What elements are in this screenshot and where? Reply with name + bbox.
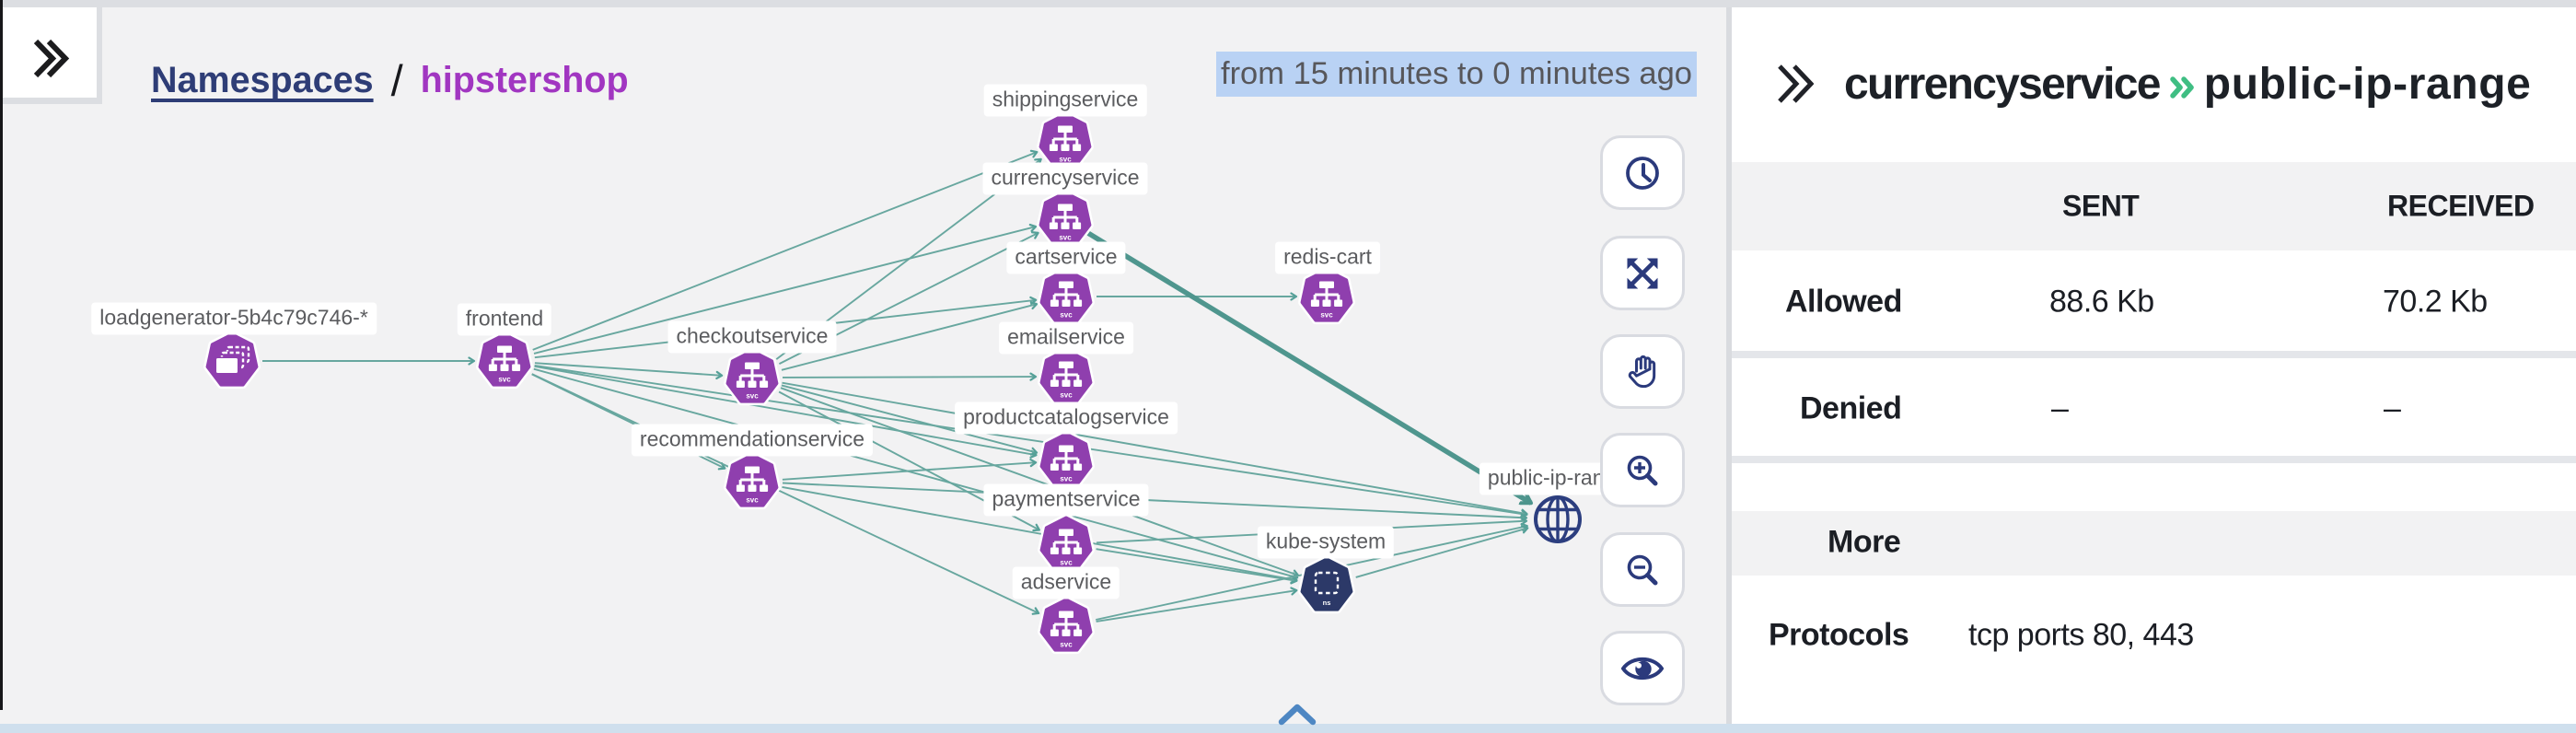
svg-text:ns: ns bbox=[1323, 599, 1331, 607]
